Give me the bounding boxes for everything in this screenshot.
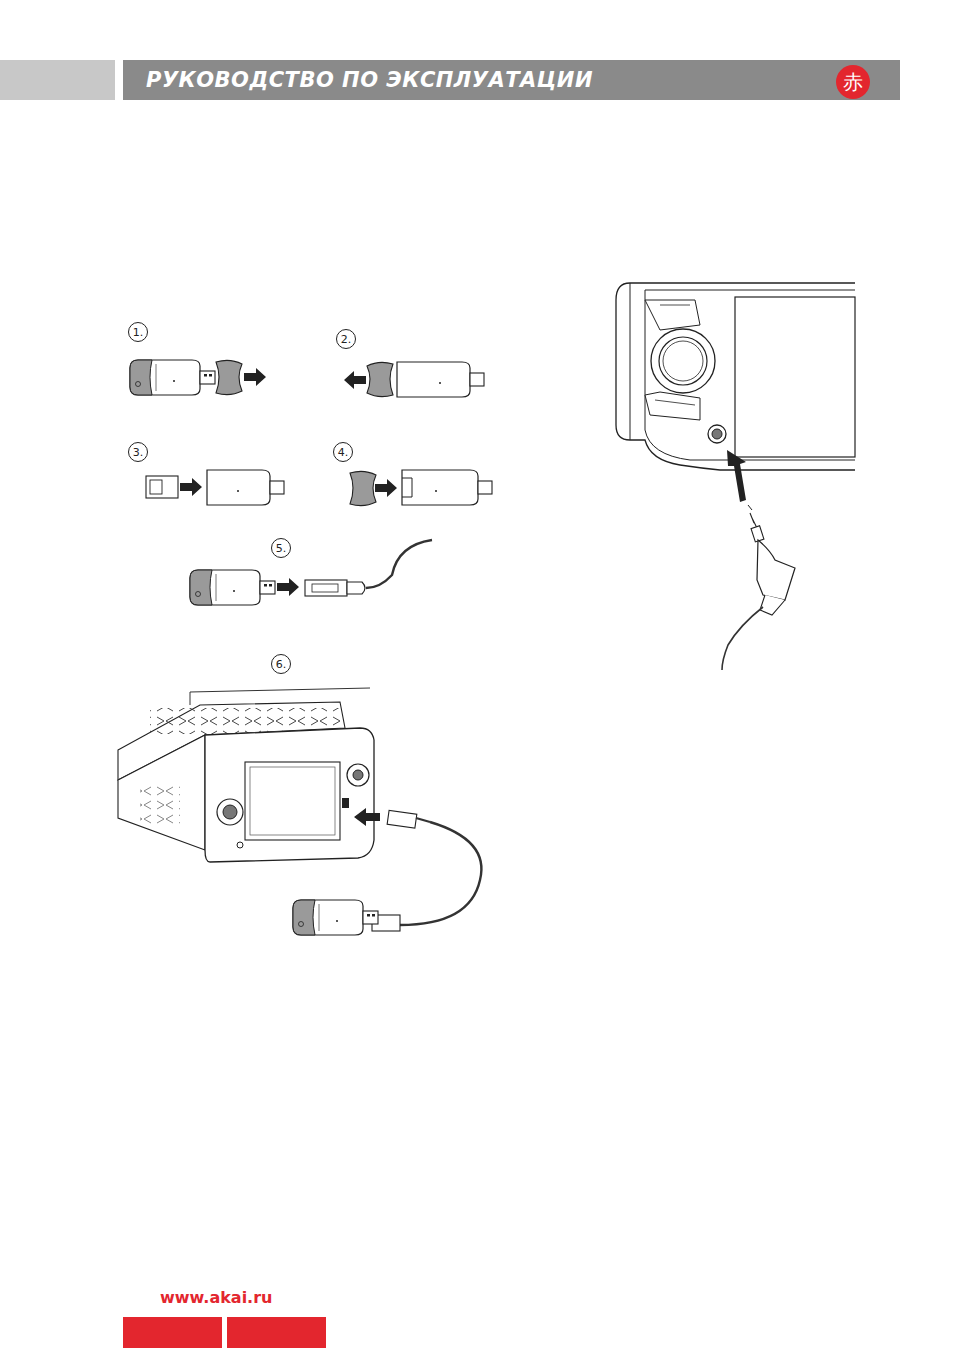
callout-number: 5. [276, 543, 287, 554]
callout-number: 3. [133, 447, 144, 458]
callout-number: 4. [338, 447, 349, 458]
callout-circle: 6. [271, 654, 291, 674]
brand-seal: 赤 [836, 65, 870, 99]
callout-circle: 2. [336, 329, 356, 349]
brand-character: 赤 [843, 72, 863, 92]
callout-circle: 3. [128, 442, 148, 462]
callout-number: 2. [341, 334, 352, 345]
website-url: www.akai.ru [160, 1288, 272, 1307]
callout-circle: 5. [271, 538, 291, 558]
callout-circle: 1. [128, 322, 148, 342]
callout-circle: 4. [333, 442, 353, 462]
callout-number: 1. [133, 327, 144, 338]
page-title: РУКОВОДСТВО ПО ЭКСПЛУАТАЦИИ [146, 68, 593, 92]
callout-number: 6. [276, 659, 287, 670]
